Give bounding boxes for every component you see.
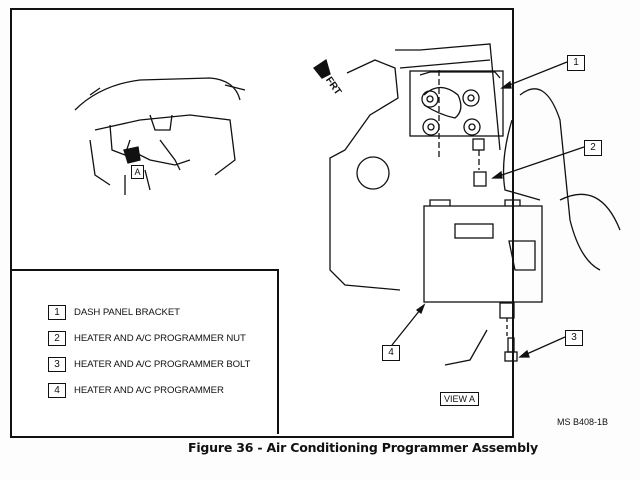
dash-panel (329, 43, 621, 291)
dash-panel-bracket (409, 70, 504, 170)
legend-item: 1 DASH PANEL BRACKET (48, 305, 180, 320)
legend-label: DASH PANEL BRACKET (74, 307, 180, 318)
legend-label: HEATER AND A/C PROGRAMMER BOLT (74, 359, 251, 370)
detail-arrow-icon (123, 146, 141, 164)
legend-item: 3 HEATER AND A/C PROGRAMMER BOLT (48, 357, 250, 372)
view-a-label: VIEW A (440, 392, 480, 406)
callout-1: 1 (567, 55, 585, 71)
callout-2: 2 (584, 140, 602, 156)
programmer-bolt (504, 337, 518, 362)
dash-overview-sketch (74, 77, 246, 195)
legend-label: HEATER AND A/C PROGRAMMER (74, 385, 224, 396)
reference-code: MS B408-1B (557, 417, 609, 427)
panel-hole (356, 156, 390, 190)
legend-number: 2 (48, 331, 66, 346)
legend-number: 1 (48, 305, 66, 320)
detail-marker: A (131, 165, 144, 179)
legend-label: HEATER AND A/C PROGRAMMER NUT (74, 333, 246, 344)
figure-caption: Figure 36 - Air Conditioning Programmer … (188, 440, 538, 455)
legend-number: 4 (48, 383, 66, 398)
callout-4: 4 (382, 345, 400, 361)
programmer-module (423, 199, 543, 338)
programmer-nut (473, 171, 487, 187)
legend-item: 4 HEATER AND A/C PROGRAMMER (48, 383, 224, 398)
legend-number: 3 (48, 357, 66, 372)
callout-leaders (391, 61, 585, 366)
callout-3: 3 (565, 330, 583, 346)
parts-legend: 1 DASH PANEL BRACKET 2 HEATER AND A/C PR… (12, 269, 279, 434)
legend-item: 2 HEATER AND A/C PROGRAMMER NUT (48, 331, 246, 346)
front-arrow-icon (313, 58, 331, 79)
